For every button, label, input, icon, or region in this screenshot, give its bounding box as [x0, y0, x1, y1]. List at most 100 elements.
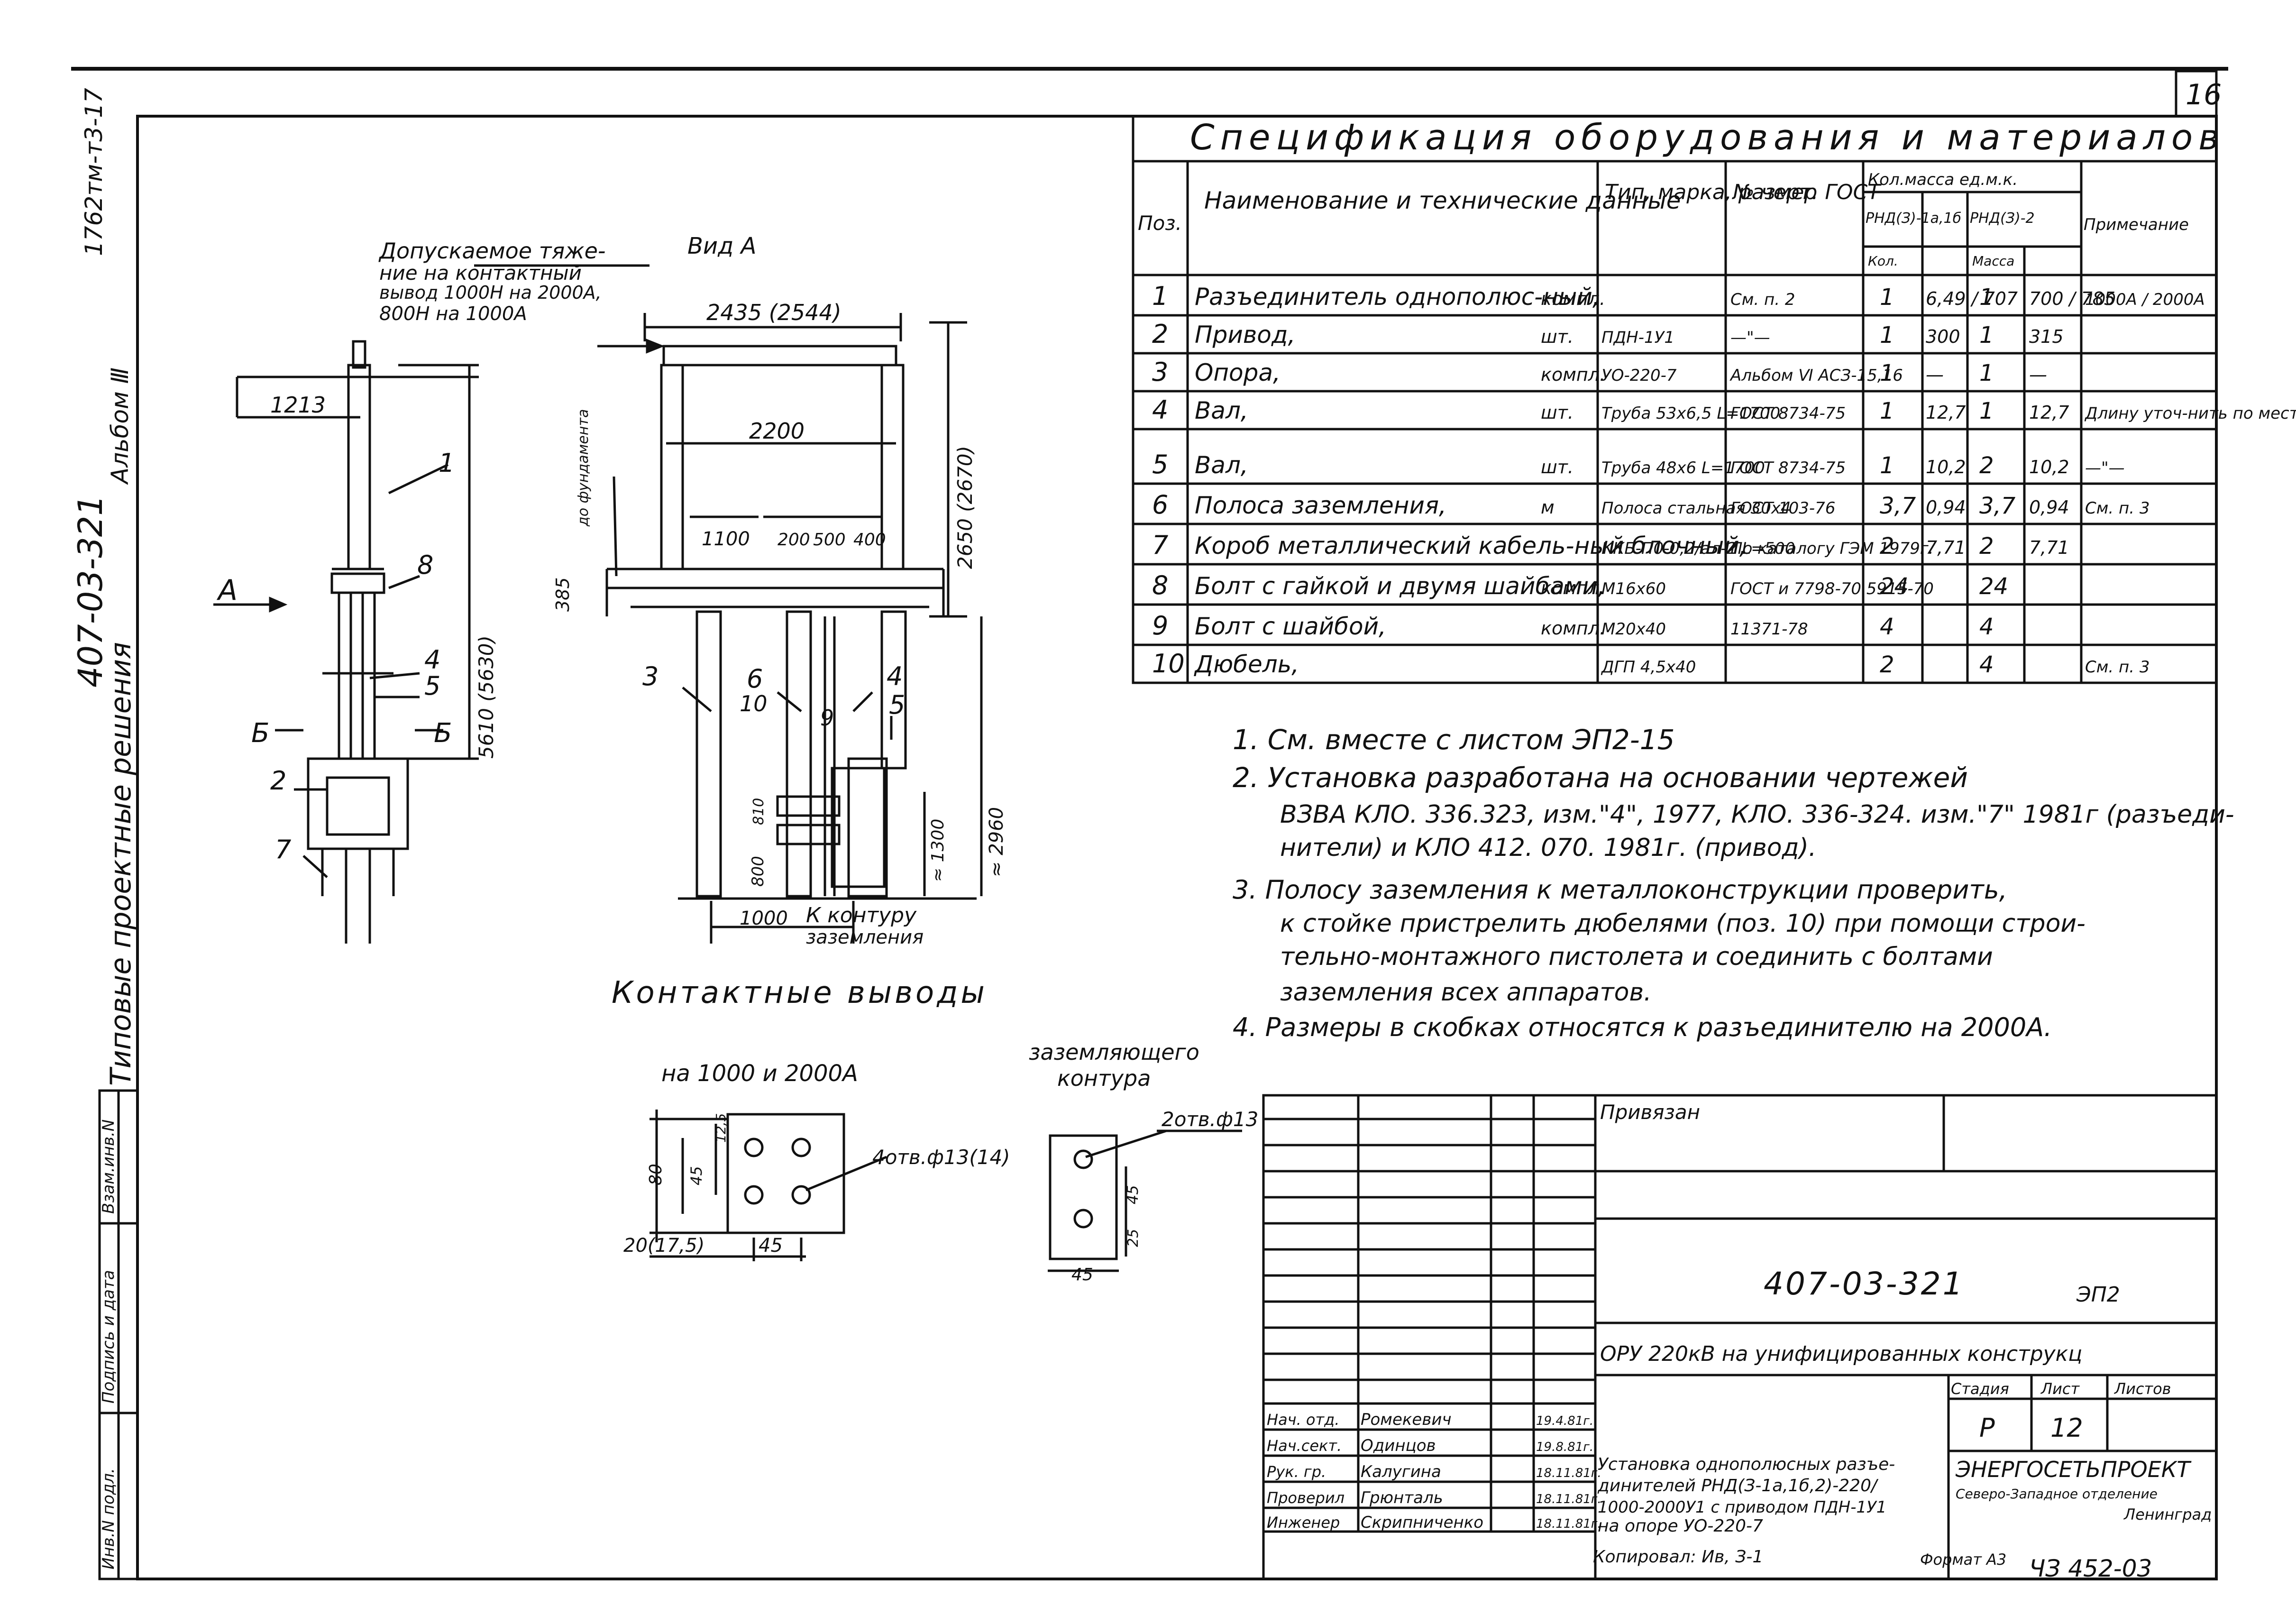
row-mass2: 7,71: [2029, 537, 2069, 558]
col-note: Примечание: [2084, 215, 2189, 234]
row-mass2: 700 / 785: [2029, 288, 2115, 309]
signature-role: Инженер: [1267, 1514, 1340, 1532]
callout: 3: [642, 661, 659, 691]
plate-detail-left: [649, 1110, 887, 1261]
detail-right-title-1: заземляющего: [1029, 1039, 1199, 1065]
signature-role: Проверил: [1267, 1489, 1345, 1507]
bottom-code: ЧЗ 452-03: [2029, 1555, 2152, 1582]
col-drawing: № черт. ГОСТ: [1731, 180, 1882, 204]
dim-800: 800: [749, 856, 768, 887]
detail-dim: 25: [1125, 1229, 1142, 1247]
signature-role: Рук. гр.: [1267, 1463, 1326, 1481]
row-note: См. п. 3: [2085, 658, 2150, 677]
org-name: ЭНЕРГОСЕТЬПРОЕКТ: [1955, 1457, 2192, 1482]
org-city: Ленинград: [2123, 1505, 2212, 1523]
row-drawing: ГОСТ и 7798-70 5915-70: [1730, 579, 1934, 598]
view-a-label: Вид А: [687, 233, 756, 259]
page-number: 16: [2186, 78, 2222, 111]
row-name: Опора,: [1195, 359, 1281, 386]
detail-left-title: на 1000 и 2000А: [661, 1060, 858, 1087]
row-drawing: Альбом Ⅵ АСЗ-15,16: [1729, 366, 1903, 385]
sheets-label: Листов: [2114, 1380, 2171, 1398]
row-qty2: 2: [1979, 533, 1994, 560]
doc-code: 407-03-321: [1764, 1266, 1965, 1302]
to-contour-2: заземления: [806, 927, 924, 948]
dim-5610: 5610 (5630): [475, 635, 498, 759]
row-name: Привод,: [1195, 321, 1295, 349]
note-line: ВЗВА КЛО. 336.323, изм."4", 1977, КЛО. 3…: [1280, 800, 2234, 829]
row-qty2: 24: [1979, 573, 2008, 600]
load-note-2: ние на контактный: [379, 261, 582, 284]
row-type: Труба 48х6 L=1700: [1601, 459, 1765, 477]
dim-1213: 1213: [270, 392, 326, 418]
row-unit: шт.: [1541, 457, 1573, 477]
dim-2650: 2650 (2670): [953, 446, 977, 569]
sheet-value: 12: [2050, 1413, 2083, 1443]
row-qty1: 2: [1880, 651, 1894, 678]
dim-1100: 1100: [702, 528, 750, 550]
row-unit: компл.: [1541, 364, 1605, 385]
row-unit: шт.: [1541, 402, 1573, 423]
album-code: 407-03-321: [71, 495, 110, 688]
dim-2960: ≈ 2960: [986, 807, 1007, 877]
holes-right: 2отв.ф13: [1162, 1108, 1258, 1131]
row-mass2: 12,7: [2029, 402, 2069, 423]
row-note: —"—: [2085, 459, 2125, 477]
signature-name: Скрипниченко: [1361, 1513, 1483, 1532]
callout: 7: [275, 835, 291, 864]
callout: 6: [747, 664, 763, 694]
note-line: 3. Полосу заземления к металлоконструкци…: [1233, 875, 2007, 905]
row-type: УО-220-7: [1601, 366, 1677, 385]
row-mass1: —: [1926, 364, 1944, 385]
spec-table-grid: [1132, 115, 2218, 684]
row-name: Дюбель,: [1194, 651, 1299, 678]
row-type: ККБ-П0-0,2/ал-2 L=500: [1601, 539, 1795, 558]
row-drawing: См. п. 2: [1730, 290, 1795, 309]
detail-dim: 45: [1071, 1265, 1093, 1285]
row-qty2: 4: [1979, 651, 1994, 678]
load-note-3: вывод 1000Н на 2000А,: [379, 282, 602, 303]
row-type: ДГП 4,5х40: [1601, 658, 1696, 677]
row-name: Полоса заземления,: [1195, 492, 1446, 519]
note-line: тельно-монтажного пистолета и соединить …: [1280, 943, 1993, 971]
row-qty1: 4: [1880, 614, 1894, 640]
side-stamp-label-1: Взам.инв.N: [99, 1119, 118, 1214]
detail-dim: 80: [646, 1164, 666, 1185]
to-contour-1: К контуру: [806, 903, 917, 927]
copied: Копировал: Ив, З-1: [1593, 1547, 1763, 1567]
note-line: 4. Размеры в скобках относятся к разъеди…: [1233, 1012, 2052, 1042]
side-view-drawing: [213, 264, 665, 944]
row-qty2: 1: [1979, 398, 1994, 424]
row-qty1: 1: [1880, 360, 1894, 386]
project-name: ОРУ 220кВ на унифицированных конструкц: [1600, 1342, 2082, 1366]
row-drawing: 11371-78: [1730, 620, 1808, 639]
signature-date: 18.11.81г.: [1536, 1492, 1601, 1506]
row-note: См. п. 3: [2085, 499, 2150, 518]
row-mass2: —: [2029, 364, 2047, 385]
row-type: М20х40: [1601, 620, 1666, 639]
col-mass: Масса: [1972, 253, 2014, 269]
row-pos: 10: [1152, 649, 1185, 679]
row-unit: м: [1541, 497, 1555, 518]
side-stamp-label-3: Инв.N подл.: [99, 1468, 118, 1569]
note-line: нители) и КЛО 412. 070. 1981г. (привод).: [1280, 834, 1816, 862]
note-line: 2. Установка разработана на основании че…: [1233, 762, 1968, 794]
album-label: Альбом Ⅲ: [106, 367, 134, 485]
row-mass2: 10,2: [2029, 457, 2069, 477]
sheet-label: Лист: [2040, 1380, 2080, 1398]
dim-to-base: до фундамента: [575, 409, 592, 527]
row-pos: 6: [1152, 490, 1168, 520]
row-note: 1000А / 2000А: [2085, 290, 2205, 309]
row-pos: 1: [1152, 281, 1168, 311]
side-stamp: [98, 1089, 139, 1580]
row-qty1: 1: [1880, 452, 1894, 479]
format: Формат А3: [1920, 1551, 2006, 1569]
side-title: Типовые проектные решения: [104, 642, 137, 1086]
section-b-left: Б: [251, 718, 269, 749]
note-line: заземления всех аппаратов.: [1280, 978, 1652, 1007]
row-qty2: 4: [1979, 614, 1994, 640]
row-type: ПДН-1У1: [1601, 328, 1674, 347]
row-qty1: 1: [1880, 398, 1894, 424]
